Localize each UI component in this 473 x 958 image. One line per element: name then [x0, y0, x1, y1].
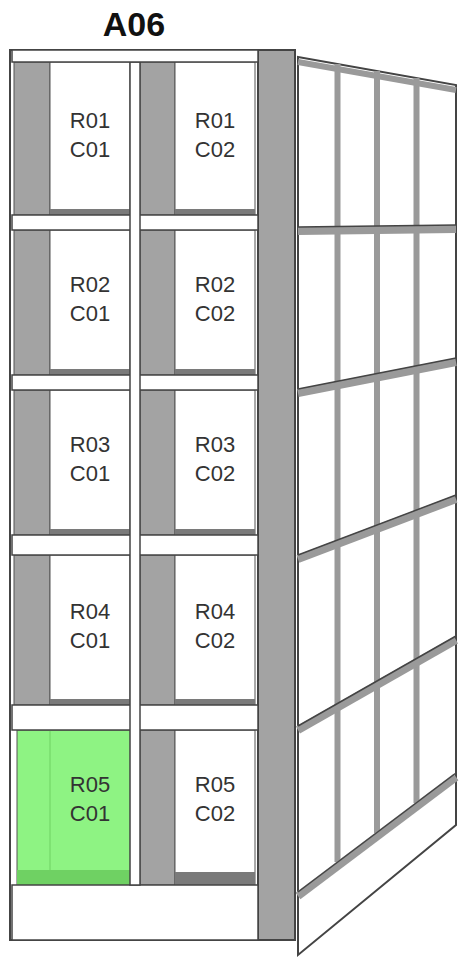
storage-cell: R05 C02	[175, 730, 255, 870]
storage-cell: R03 C02	[175, 390, 255, 529]
cell-label: R03 C02	[195, 431, 235, 488]
shelf-boards	[12, 50, 258, 940]
storage-cell: R04 C02	[175, 555, 255, 699]
storage-cell: R02 C02	[175, 230, 255, 369]
storage-cell: R01 C01	[50, 62, 130, 209]
storage-cell: R05 C01	[50, 730, 130, 870]
cell-walls	[14, 62, 255, 885]
storage-cell: R03 C01	[50, 390, 130, 529]
cell-label: R01 C01	[70, 107, 110, 164]
side-boards	[298, 62, 456, 896]
highlight-edge	[50, 730, 51, 870]
cell-label: R05 C01	[70, 771, 110, 828]
storage-cell: R01 C02	[175, 62, 255, 209]
storage-cell: R02 C01	[50, 230, 130, 369]
shelf-side	[298, 57, 456, 955]
cell-label: R02 C01	[70, 271, 110, 328]
storage-cell: R04 C01	[50, 555, 130, 699]
cell-label: R02 C02	[195, 271, 235, 328]
shelf-edge	[258, 50, 295, 940]
cell-label: R01 C02	[195, 107, 235, 164]
cell-label: R03 C01	[70, 431, 110, 488]
shelf-front	[10, 50, 258, 940]
highlight-cell	[17, 730, 133, 888]
side-dividers	[338, 64, 417, 862]
cell-label: R04 C01	[70, 598, 110, 655]
cell-label: R04 C02	[195, 598, 235, 655]
shelf-title: A06	[103, 5, 165, 44]
cell-label: R05 C02	[195, 771, 235, 828]
